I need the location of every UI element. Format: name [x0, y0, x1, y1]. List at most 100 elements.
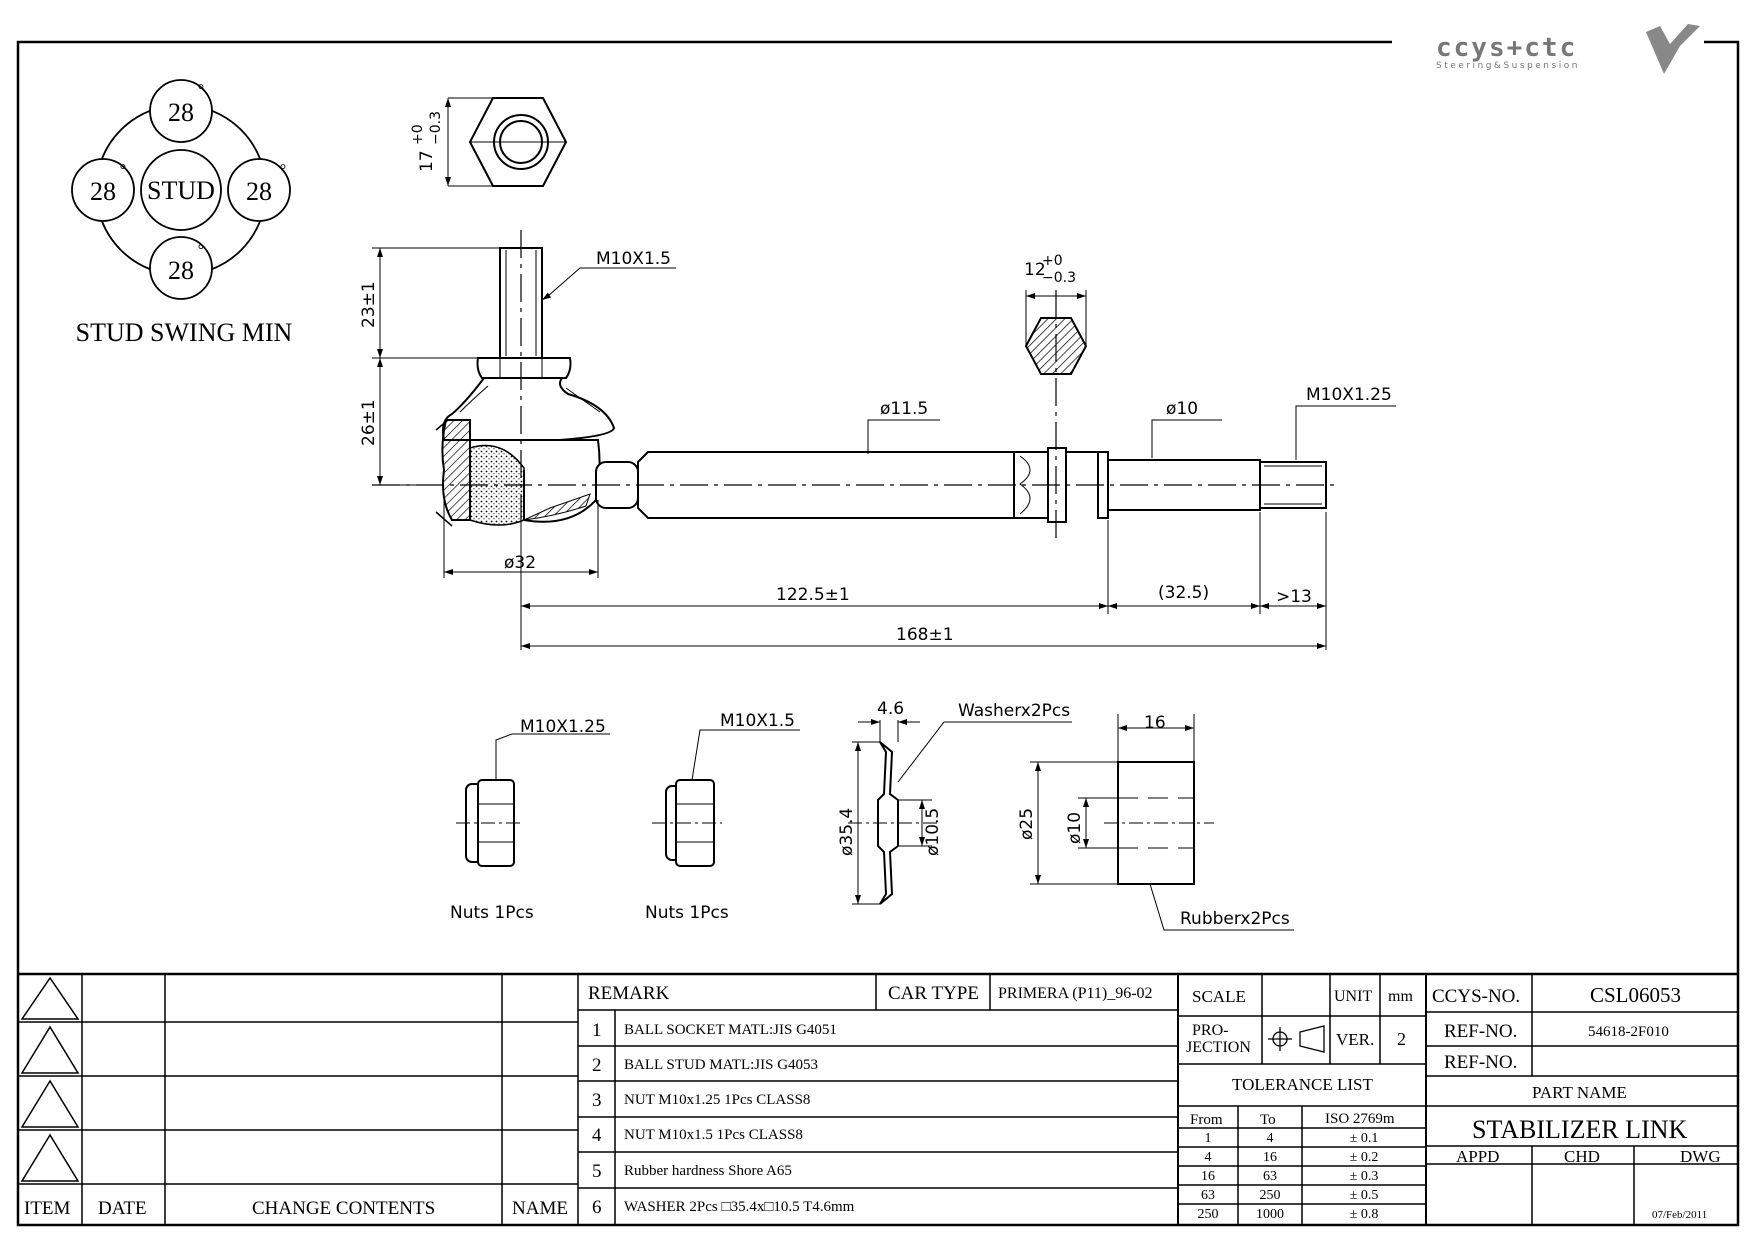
stud-swing-labels: STUD 28 28 28 28 ° ° ° ° STUD SWING MIN	[76, 82, 293, 347]
svg-text:M10X1.5: M10X1.5	[720, 711, 795, 731]
svg-text:SCALE: SCALE	[1192, 987, 1246, 1006]
stud-label: STUD	[147, 176, 215, 205]
dimension-labels: M10X1.5 23±1 26±1 ø11.5 ø10 M10X1.25 ø32…	[359, 249, 1392, 645]
svg-text:−0.3: −0.3	[428, 111, 444, 145]
brand-logo: ccys+ctc Steering&Suspension	[1436, 24, 1700, 74]
svg-text:BALL STUD MATL:JIS G4053: BALL STUD MATL:JIS G4053	[624, 1057, 818, 1073]
tolerance-rows: 1 4 ± 0.1 4 16 ± 0.2 16 63 ± 0.3 63 250 …	[1198, 1131, 1379, 1222]
svg-text:REMARK: REMARK	[588, 983, 670, 1004]
deg-bottom: °	[198, 242, 204, 259]
nut-1	[456, 733, 610, 867]
svg-text:REF-NO.: REF-NO.	[1444, 1021, 1517, 1042]
svg-text:± 0.3: ± 0.3	[1350, 1169, 1379, 1184]
svg-text:BALL SOCKET MATL:JIS G4051: BALL SOCKET MATL:JIS G4051	[624, 1022, 837, 1038]
svg-text:ø32: ø32	[504, 553, 536, 573]
svg-text:± 0.5: ± 0.5	[1350, 1188, 1379, 1203]
deg-top: °	[198, 82, 204, 99]
svg-text:+0: +0	[410, 124, 426, 145]
svg-text:ø10.5: ø10.5	[923, 808, 943, 856]
svg-text:1: 1	[592, 1020, 602, 1041]
svg-text:M10X1.25: M10X1.25	[520, 717, 606, 737]
svg-text:CCYS-NO.: CCYS-NO.	[1432, 986, 1520, 1007]
svg-text:Rubber hardness Shore A65: Rubber hardness Shore A65	[624, 1163, 792, 1179]
dimension-lines	[372, 247, 1396, 650]
svg-text:ø35.4: ø35.4	[837, 808, 857, 856]
svg-text:Rubberx2Pcs: Rubberx2Pcs	[1180, 909, 1290, 929]
svg-text:4: 4	[1267, 1131, 1274, 1146]
svg-text:ø11.5: ø11.5	[880, 399, 928, 419]
svg-text:17: 17	[417, 150, 437, 172]
svg-text:ISO 2769m: ISO 2769m	[1325, 1111, 1395, 1127]
title-block-text: ITEM DATE CHANGE CONTENTS NAME REMARK CA…	[24, 983, 1721, 1221]
hex12-dim: 12 +0 −0.3	[1024, 253, 1076, 286]
svg-text:16: 16	[1263, 1150, 1277, 1165]
svg-text:ø25: ø25	[1017, 808, 1037, 840]
svg-text:STABILIZER LINK: STABILIZER LINK	[1472, 1115, 1687, 1144]
deg-right: °	[280, 162, 286, 179]
svg-text:12: 12	[1024, 260, 1046, 280]
stud-swing-title: STUD SWING MIN	[76, 318, 293, 347]
svg-text:1: 1	[1205, 1131, 1212, 1146]
stud-swing-diagram	[71, 79, 291, 300]
svg-text:−0.3: −0.3	[1042, 270, 1076, 286]
svg-text:NUT M10x1.25 1Pcs CLASS8: NUT M10x1.25 1Pcs CLASS8	[624, 1092, 810, 1108]
svg-text:+0: +0	[1042, 253, 1063, 269]
svg-text:Nuts 1Pcs: Nuts 1Pcs	[645, 903, 729, 923]
brand-tagline: Steering&Suspension	[1436, 61, 1580, 71]
svg-text:PRIMERA (P11)_96-02: PRIMERA (P11)_96-02	[998, 985, 1153, 1002]
svg-text:(32.5): (32.5)	[1158, 583, 1209, 603]
svg-text:122.5±1: 122.5±1	[776, 585, 850, 605]
svg-text:63: 63	[1201, 1188, 1215, 1203]
svg-text:DATE: DATE	[98, 1198, 147, 1219]
nut-2	[652, 729, 800, 867]
svg-text:UNIT: UNIT	[1334, 988, 1372, 1005]
svg-text:TOLERANCE LIST: TOLERANCE LIST	[1232, 1075, 1373, 1094]
hex12-section	[1024, 290, 1088, 375]
svg-text:23±1: 23±1	[359, 281, 379, 328]
projection-symbol-icon	[1268, 1025, 1325, 1053]
svg-text:REF-NO.: REF-NO.	[1444, 1052, 1517, 1073]
svg-text:4: 4	[592, 1125, 602, 1146]
svg-text:>13: >13	[1276, 587, 1312, 607]
svg-text:CAR TYPE: CAR TYPE	[888, 983, 979, 1004]
svg-text:16: 16	[1144, 713, 1166, 733]
svg-text:JECTION: JECTION	[1186, 1039, 1251, 1056]
drawing-border	[16, 40, 1740, 1227]
svg-text:PRO-: PRO-	[1192, 1022, 1228, 1039]
svg-text:Washerx2Pcs: Washerx2Pcs	[958, 701, 1070, 721]
svg-text:4: 4	[1205, 1150, 1212, 1165]
svg-text:4.6: 4.6	[877, 699, 904, 719]
centerlines	[372, 230, 1340, 540]
svg-text:PART NAME: PART NAME	[1532, 1083, 1627, 1102]
svg-text:DWG: DWG	[1680, 1147, 1721, 1166]
svg-text:ø10: ø10	[1166, 399, 1198, 419]
svg-text:2: 2	[592, 1055, 602, 1076]
svg-text:± 0.8: ± 0.8	[1350, 1207, 1379, 1222]
svg-text:1000: 1000	[1256, 1207, 1284, 1222]
angle-top: 28	[168, 98, 194, 127]
angle-bottom: 28	[168, 256, 194, 285]
svg-text:M10X1.25: M10X1.25	[1306, 385, 1392, 405]
svg-text:07/Feb/2011: 07/Feb/2011	[1652, 1209, 1707, 1221]
svg-text:NAME: NAME	[512, 1198, 568, 1219]
brand-name: ccys+ctc	[1436, 33, 1577, 63]
svg-text:26±1: 26±1	[359, 399, 379, 446]
svg-text:CSL06053: CSL06053	[1590, 983, 1681, 1007]
deg-left: °	[120, 162, 126, 179]
svg-text:mm: mm	[1388, 988, 1413, 1005]
title-block-lines	[18, 972, 1738, 1225]
parts-labels: M10X1.25 Nuts 1Pcs M10X1.5 Nuts 1Pcs 4.6…	[450, 699, 1290, 929]
svg-text:5: 5	[592, 1161, 602, 1182]
hex17-dim: 17 +0 −0.3	[410, 111, 444, 172]
svg-text:CHANGE CONTENTS: CHANGE CONTENTS	[252, 1198, 435, 1219]
washer	[848, 719, 1072, 905]
svg-text:WASHER 2Pcs □35.4x□10.5 T4.6mm: WASHER 2Pcs □35.4x□10.5 T4.6mm	[624, 1199, 855, 1215]
svg-text:168±1: 168±1	[896, 625, 954, 645]
svg-text:From: From	[1190, 1112, 1223, 1128]
svg-text:6: 6	[592, 1197, 602, 1218]
angle-right: 28	[246, 177, 272, 206]
svg-text:CHD: CHD	[1564, 1147, 1600, 1166]
svg-text:To: To	[1260, 1112, 1276, 1128]
svg-text:NUT M10x1.5 1Pcs CLASS8: NUT M10x1.5 1Pcs CLASS8	[624, 1127, 803, 1143]
